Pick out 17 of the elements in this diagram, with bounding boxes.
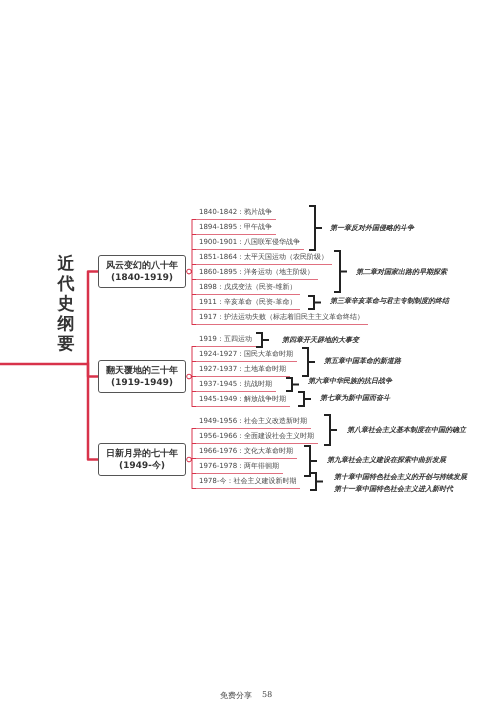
connector-line: [186, 456, 196, 489]
era-heading: 日新月异的七十年: [106, 448, 178, 460]
era-box: [98, 443, 186, 476]
year-range: (1949-今): [118, 460, 165, 472]
era-box: [98, 255, 186, 288]
era-box: [98, 360, 186, 393]
connector-line: [186, 374, 196, 407]
era-heading: 风云变幻的八十年: [106, 260, 178, 272]
title-text: 近代史纲要: [57, 254, 75, 354]
connector-line: [186, 268, 196, 325]
page-number: 58: [262, 690, 272, 699]
era-heading: 翻天覆地的三十年: [106, 364, 178, 376]
connector-line: [86, 270, 98, 364]
connector-line: [86, 361, 98, 461]
footer-text: 免费分享: [220, 690, 252, 701]
year-range: (1840-1919): [110, 272, 174, 284]
year-range: (1919-1949): [110, 376, 174, 388]
